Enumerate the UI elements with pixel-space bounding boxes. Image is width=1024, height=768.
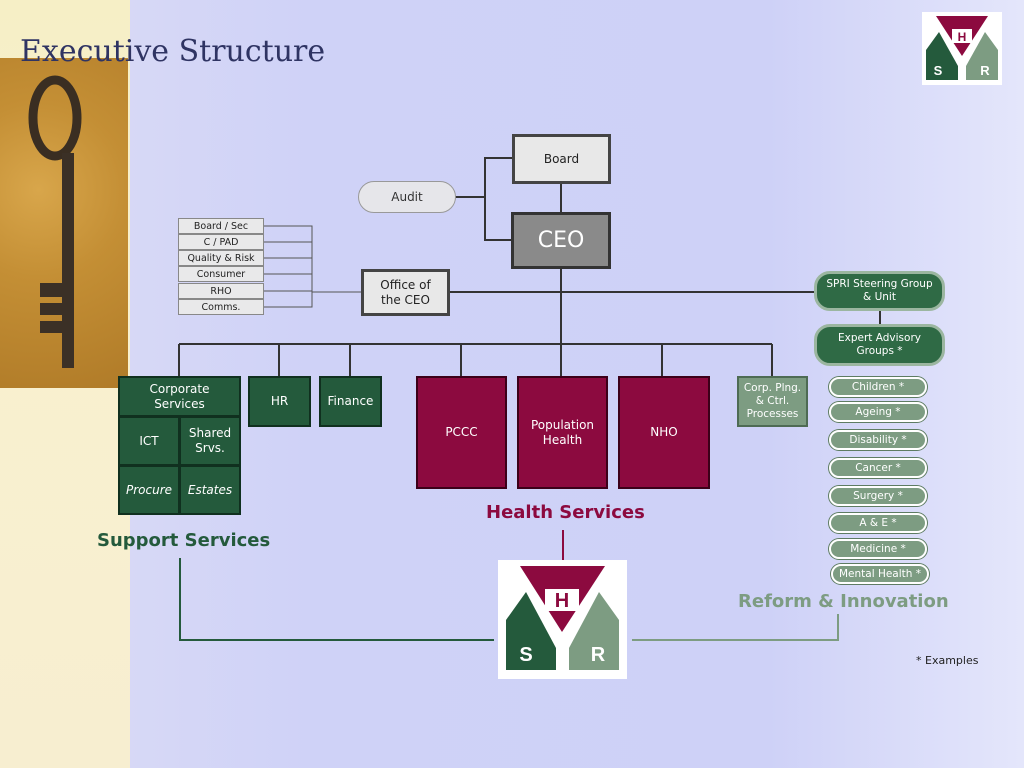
health-services-label: Health Services — [486, 502, 645, 523]
office-item: Comms. — [178, 299, 264, 315]
office-item: Quality & Risk — [178, 250, 264, 266]
expert-item-ae: A & E * — [829, 513, 927, 533]
logo-large-letter-h: H — [555, 590, 569, 612]
expert-item-mental-health: Mental Health * — [831, 564, 929, 584]
audit-node: Audit — [358, 181, 456, 213]
logo-top-right: H S R — [922, 12, 1002, 85]
corporate-services-node: Corporate Services — [118, 376, 241, 417]
expert-item-cancer: Cancer * — [829, 458, 927, 478]
logo-center: H S R — [498, 560, 627, 679]
estates-node: Estates — [179, 465, 241, 515]
pccc-node: PCCC — [416, 376, 507, 489]
corp-planning-node: Corp. Plng. & Ctrl. Processes — [737, 376, 808, 427]
ict-node: ICT — [118, 416, 180, 466]
population-health-node: Population Health — [517, 376, 608, 489]
shared-services-node: Shared Srvs. — [179, 416, 241, 466]
logo-letter-r: R — [980, 63, 990, 78]
spri-node: SPRI Steering Group & Unit — [814, 271, 945, 311]
reform-innovation-label: Reform & Innovation — [738, 591, 949, 612]
support-services-label: Support Services — [97, 530, 271, 551]
procure-node: Procure — [118, 465, 180, 515]
finance-node: Finance — [319, 376, 382, 427]
office-item: Board / Sec — [178, 218, 264, 234]
expert-item-disability: Disability * — [829, 430, 927, 450]
expert-item-surgery: Surgery * — [829, 486, 927, 506]
expert-advisory-node: Expert Advisory Groups * — [814, 324, 945, 366]
logo-large-letter-s: S — [519, 644, 532, 666]
shr-logo-large-icon: H S R — [506, 566, 619, 670]
expert-item-ageing: Ageing * — [829, 402, 927, 422]
key-image — [0, 58, 128, 388]
expert-item-children: Children * — [829, 377, 927, 397]
hr-node: HR — [248, 376, 311, 427]
footnote: * Examples — [916, 654, 979, 667]
nho-node: NHO — [618, 376, 710, 489]
board-node: Board — [512, 134, 611, 184]
shr-logo-icon: H S R — [926, 16, 998, 80]
logo-large-letter-r: R — [591, 644, 606, 666]
expert-item-medicine: Medicine * — [829, 539, 927, 559]
logo-letter-s: S — [934, 63, 943, 78]
office-item: C / PAD — [178, 234, 264, 250]
office-item: RHO — [178, 283, 264, 299]
office-ceo-node: Office of the CEO — [361, 269, 450, 316]
logo-letter-h: H — [958, 30, 967, 44]
page-title: Executive Structure — [20, 34, 326, 69]
key-icon — [28, 75, 82, 368]
office-item: Consumer — [178, 266, 264, 282]
ceo-node: CEO — [511, 212, 611, 269]
